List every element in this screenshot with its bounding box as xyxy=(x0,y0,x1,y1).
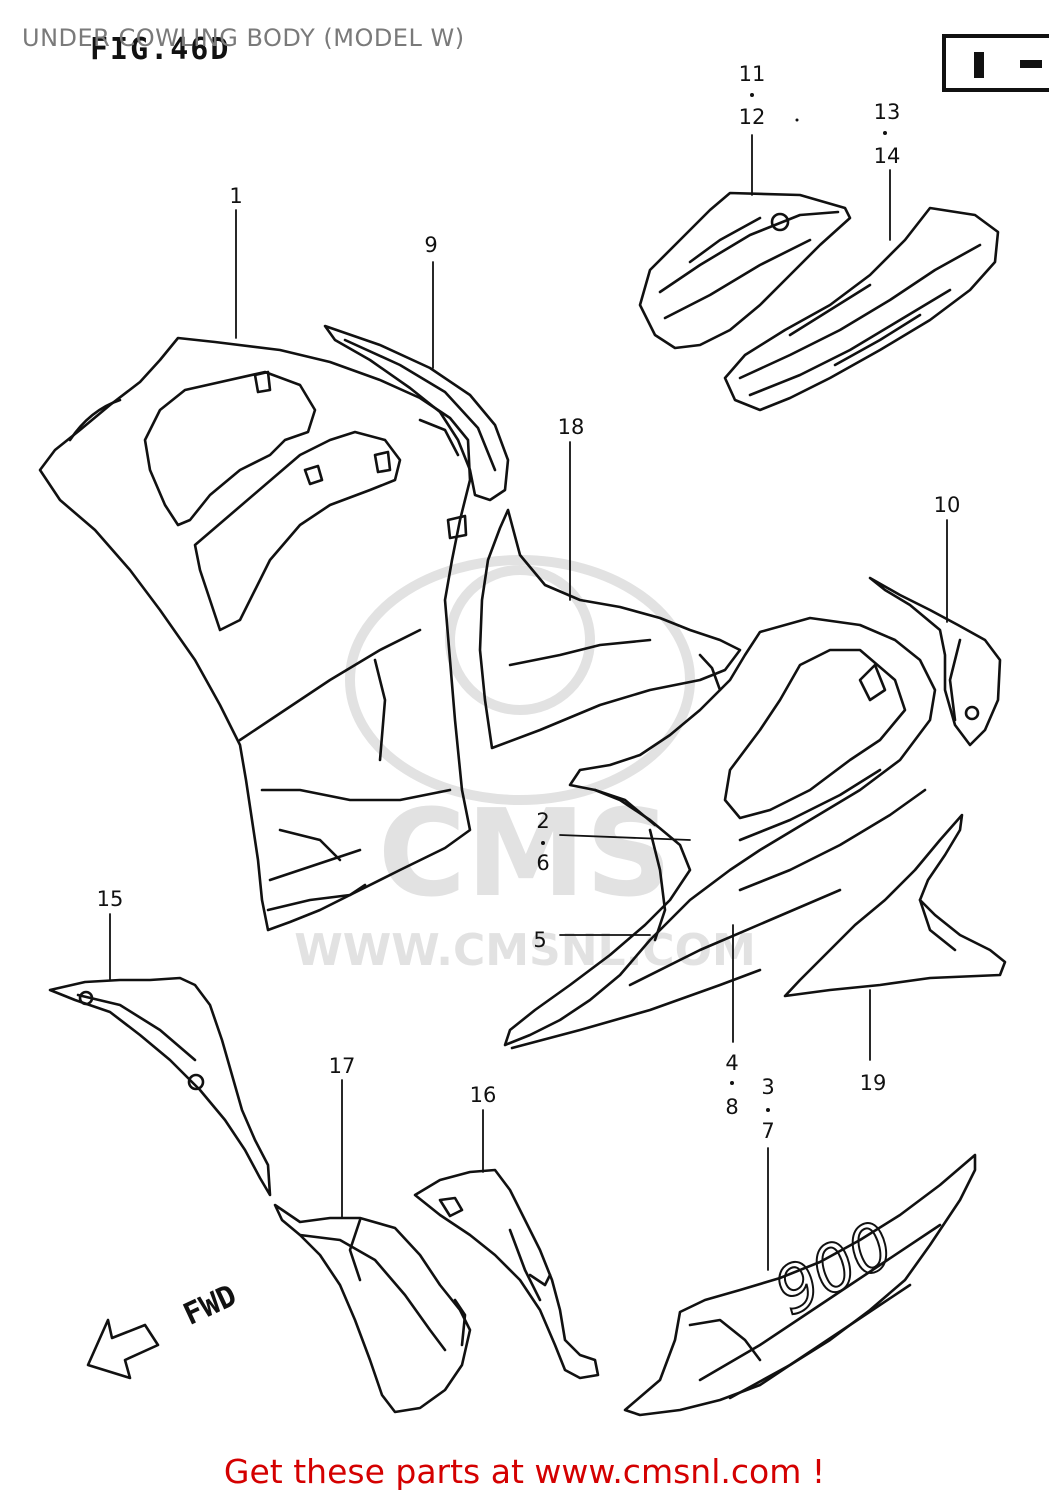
callout-15: 15 xyxy=(97,887,124,911)
leader-lines xyxy=(109,134,948,1271)
callout-1: 1 xyxy=(229,184,242,208)
part-1-cowling-body[interactable] xyxy=(38,336,472,932)
part-10-side-panel[interactable] xyxy=(868,576,1002,747)
callout-8: 8 xyxy=(725,1095,738,1119)
page-title: UNDER COWLING BODY (MODEL W) xyxy=(22,24,465,52)
callout-3: 3 xyxy=(761,1075,774,1099)
model-marker-bar xyxy=(974,52,984,78)
callout-7: 7 xyxy=(761,1119,774,1143)
callout-19: 19 xyxy=(860,1071,887,1095)
callout-17: 17 xyxy=(329,1054,356,1078)
part-2-6-under-cowling-right[interactable] xyxy=(503,616,937,1050)
callout-18: 18 xyxy=(558,415,585,439)
model-marker-dash xyxy=(1020,60,1042,68)
watermark-emblem-face xyxy=(445,565,595,715)
fwd-label: FWD xyxy=(178,1278,242,1333)
callout-10: 10 xyxy=(934,493,961,517)
watermark-emblem xyxy=(345,555,695,805)
model-marker-box: I xyxy=(942,34,1049,92)
callout-13: 13 xyxy=(874,100,901,124)
part-18-inner-panel[interactable] xyxy=(478,508,742,750)
callout-11: 11 xyxy=(739,62,766,86)
figure-label: FIG.46D xyxy=(90,32,231,67)
watermark-url: WWW.CMSNL.COM xyxy=(294,925,756,976)
part-17-lower-panel[interactable] xyxy=(273,1203,472,1414)
part-16-lower-panel[interactable] xyxy=(413,1168,600,1380)
part-15-lower-left-panel[interactable] xyxy=(48,976,272,1197)
callout-9: 9 xyxy=(424,233,437,257)
callout-4: 4 xyxy=(725,1051,738,1075)
callout-14: 14 xyxy=(874,144,901,168)
part-3-7-stripe-panel[interactable] xyxy=(623,1153,977,1417)
callout-dots xyxy=(541,93,887,1112)
part-9-side-trim[interactable] xyxy=(323,324,510,502)
fwd-arrow xyxy=(86,1318,160,1380)
watermark xyxy=(345,555,695,805)
part-19-lower-panel[interactable] xyxy=(783,813,1007,998)
footer-promo[interactable]: Get these parts at www.cmsnl.com ! xyxy=(223,1452,826,1491)
callout-16: 16 xyxy=(470,1083,497,1107)
parts-diagram: CMS WWW.CMSNL.COM xyxy=(38,62,1007,1417)
part-11-12-panel[interactable] xyxy=(638,191,852,350)
callout-12: 12 xyxy=(739,105,766,129)
callout-2: 2 xyxy=(536,809,549,833)
callout-6: 6 xyxy=(536,851,549,875)
part-13-14-panel[interactable] xyxy=(723,206,1000,412)
callout-5: 5 xyxy=(533,928,546,952)
watermark-brand: CMS xyxy=(378,785,672,924)
